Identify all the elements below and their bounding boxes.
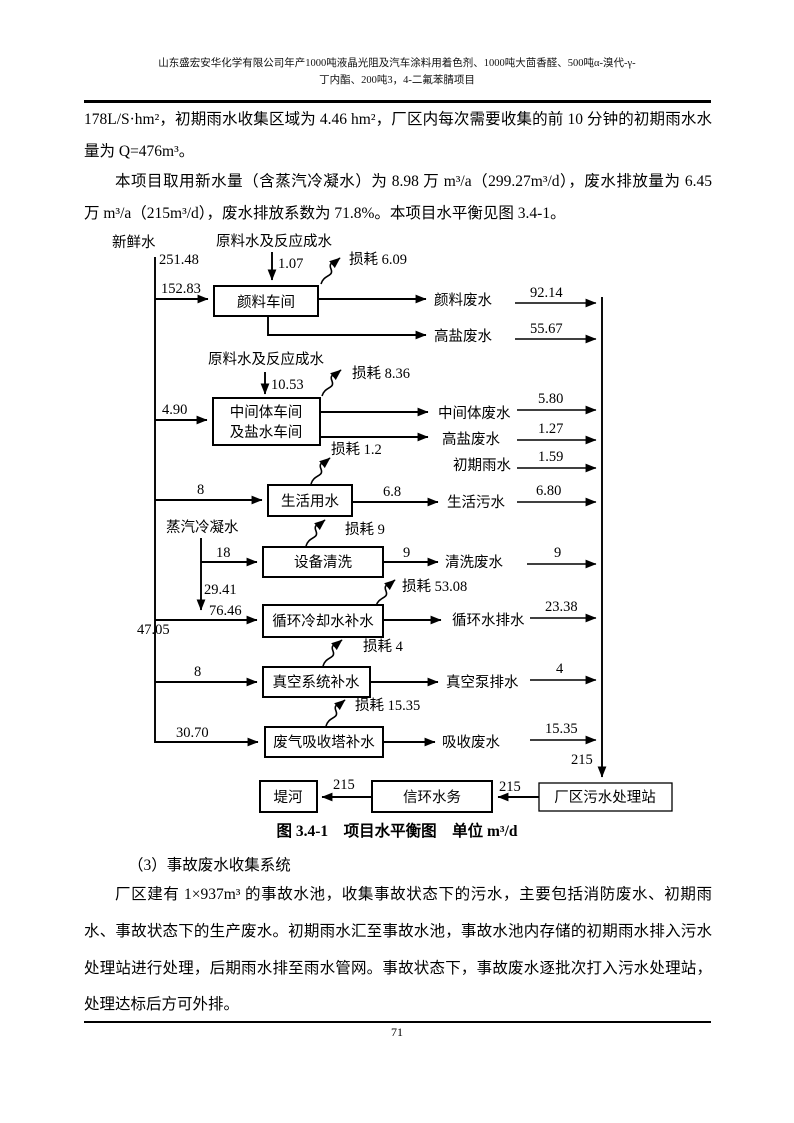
loss-arrow-intermediate	[321, 369, 342, 397]
box-vacuum-makeup	[262, 666, 371, 698]
box-water-company-label: 信环水务	[403, 789, 461, 806]
out1a-label: 颜料废水	[434, 292, 492, 309]
paragraph-accident-wastewater: 厂区建有 1×937m³ 的事故水池，收集事故状态下的污水，主要包括消防废水、初…	[84, 886, 712, 1014]
loss-arrow-absorption	[325, 699, 346, 727]
loss7-label: 损耗 15.35	[355, 697, 420, 714]
out4-flow-value: 9	[403, 545, 410, 561]
steam-condensate-label: 蒸汽冷凝水	[166, 519, 239, 536]
loss-arrow-vacuum	[322, 639, 343, 667]
out4-value: 9	[554, 545, 561, 561]
feed1-value: 152.83	[161, 281, 201, 297]
box-water-company	[371, 780, 493, 813]
loss-arrows	[305, 257, 396, 727]
out2a-value: 5.80	[538, 391, 563, 407]
box-intermediate-label-line1: 中间体车间	[230, 404, 303, 421]
box-equipment-cleaning-label: 设备清洗	[294, 554, 352, 571]
raw-water1-value: 1.07	[278, 256, 303, 272]
feed3-value: 8	[197, 482, 204, 498]
out1b-value: 55.67	[530, 321, 563, 337]
loss5-label: 损耗 53.08	[402, 578, 467, 595]
feed5-total-value: 76.46	[209, 603, 242, 619]
out5-label: 循环水排水	[452, 612, 525, 629]
paragraph-water-intake: 本项目取用新水量（含蒸汽冷凝水）为 8.98 万 m³/a（299.27m³/d…	[84, 173, 712, 222]
out1b-label: 高盐废水	[434, 328, 492, 345]
steam-to-cooling-value: 29.41	[204, 582, 237, 598]
out1a-value: 92.14	[530, 285, 563, 301]
loss1-label: 损耗 6.09	[349, 251, 407, 268]
box-river-label: 堤河	[274, 789, 303, 806]
box-gas-absorption-makeup	[264, 726, 384, 758]
raw-water1-label: 原料水及反应成水	[216, 232, 332, 250]
box-vacuum-makeup-label: 真空系统补水	[273, 673, 360, 691]
box-pigment-workshop-label: 颜料车间	[237, 294, 295, 311]
box-pigment-workshop	[213, 285, 319, 317]
feed5-fresh-value: 47.05	[137, 622, 170, 638]
feed6-value: 8	[194, 664, 201, 680]
loss-arrow-domestic	[310, 457, 331, 485]
box-domestic-water-label: 生活用水	[281, 493, 339, 510]
loss6-label: 损耗 4	[363, 638, 404, 655]
box-intermediate-workshop	[212, 397, 321, 446]
footer-rule	[84, 1021, 711, 1023]
out7-label: 吸收废水	[442, 734, 500, 751]
feed7-value: 30.70	[176, 725, 209, 741]
out7-value: 15.35	[545, 721, 578, 737]
out5-value: 23.38	[545, 599, 578, 615]
flow-lines	[154, 252, 607, 802]
river-in-value: 215	[333, 777, 355, 793]
feed2-value: 4.90	[162, 402, 187, 418]
loss3-label: 损耗 1.2	[331, 441, 382, 458]
out-line-highsalt1	[267, 316, 427, 340]
box-gas-absorption-label: 废气吸收塔补水	[273, 734, 375, 751]
out6-label: 真空泵排水	[446, 673, 519, 691]
feed4-value: 18	[216, 545, 231, 561]
box-domestic-water	[267, 484, 353, 517]
loss4-label: 损耗 9	[345, 521, 385, 538]
box-river	[259, 780, 318, 813]
page-number: 71	[391, 1025, 403, 1039]
raw-water2-value: 10.53	[271, 377, 304, 393]
box-wwtp-label: 厂区污水处理站	[554, 789, 656, 806]
box-cooling-makeup-label: 循环冷却水补水	[272, 613, 374, 630]
page-header: 山东盛宏安华化学有限公司年产1000吨液晶光阻及汽车涂料用着色剂、1000吨大茴…	[0, 55, 794, 89]
initial-rainwater-label: 初期雨水	[453, 457, 511, 474]
raw-water2-label: 原料水及反应成水	[208, 350, 324, 368]
out6-value: 4	[556, 661, 564, 677]
box-wwtp	[538, 782, 673, 812]
collector-arrows	[515, 298, 597, 745]
figure-caption: 图 3.4-1 项目水平衡图 单位 m³/d	[276, 823, 518, 840]
box-cooling-makeup	[262, 604, 384, 638]
out3-value: 6.80	[536, 483, 561, 499]
rainwater-value: 1.59	[538, 449, 563, 465]
loss2-label: 损耗 8.36	[352, 365, 410, 382]
loss-arrow-cleaning	[305, 519, 326, 547]
out3-label: 生活污水	[447, 494, 505, 511]
out4-label: 清洗废水	[445, 554, 503, 571]
out3-flow-value: 6.8	[383, 484, 401, 500]
header-line2: 丁内酯、200吨3，4-二氟苯腈项目	[319, 75, 475, 86]
paragraph-initial-rainwater: 178L/S·hm²，初期雨水收集区域为 4.46 hm²，厂区内每次需要收集的…	[84, 111, 712, 160]
header-rule	[84, 100, 711, 103]
collector-total-value: 215	[571, 752, 593, 768]
out2a-label: 中间体废水	[438, 405, 511, 422]
box-equipment-cleaning	[262, 546, 384, 578]
loss-arrow-cooling	[375, 579, 396, 607]
wwtp-out-value: 215	[499, 779, 521, 795]
out2b-value: 1.27	[538, 421, 563, 437]
fresh-water-label: 新鲜水	[112, 234, 156, 251]
loss-arrow-pigment	[320, 257, 341, 285]
fresh-water-total: 251.48	[159, 252, 199, 268]
fresh-water-trunk-line	[154, 257, 259, 747]
box-intermediate-label-line2: 及盐水车间	[230, 424, 303, 441]
section-heading: （3）事故废水收集系统	[128, 857, 291, 874]
header-line1: 山东盛宏安华化学有限公司年产1000吨液晶光阻及汽车涂料用着色剂、1000吨大茴…	[158, 58, 636, 69]
out2b-label: 高盐废水	[442, 431, 500, 448]
